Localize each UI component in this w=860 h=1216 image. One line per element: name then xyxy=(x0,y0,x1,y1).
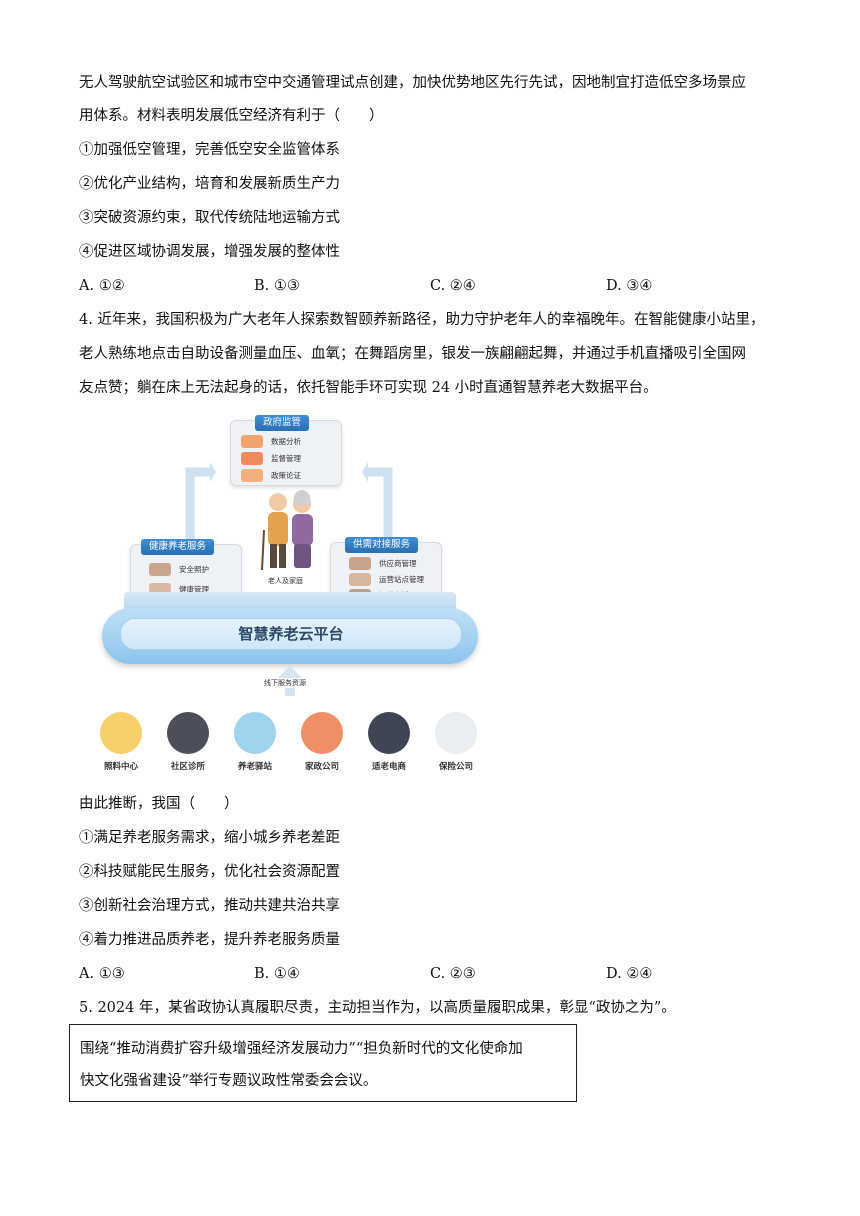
safety-care-icon xyxy=(149,563,171,576)
cloud-platform-label: 智慧养老云平台 xyxy=(120,618,462,650)
q4-item-1: ①满足养老服务需求，缩小城乡养老差距 xyxy=(79,830,340,846)
q4-item-4: ④着力推进品质养老，提升养老服务质量 xyxy=(79,932,340,948)
q4-item-2: ②科技赋能民生服务，优化社会资源配置 xyxy=(79,864,340,880)
q5-material-box: 围绕“推动消费扩容升级增强经济发展动力”“担负新时代的文化使命加 快文化强省建设… xyxy=(69,1024,577,1102)
q4-stem-line2: 老人熟练地点击自助设备测量血压、血氧；在舞蹈房里，银发一族翩翩起舞，并通过手机直… xyxy=(79,346,746,362)
q3-option-c[interactable]: C. ②④ xyxy=(430,278,476,294)
q4-option-c[interactable]: C. ②③ xyxy=(430,966,476,982)
q3-item-1: ①加强低空管理，完善低空安全监管体系 xyxy=(79,142,340,158)
q4-item-3: ③创新社会治理方式，推动共建共治共享 xyxy=(79,898,340,914)
elderly-family-label: 老人及家庭 xyxy=(268,577,303,585)
housekeeping-icon xyxy=(301,712,343,754)
care-center-icon xyxy=(100,712,142,754)
q3-option-d[interactable]: D. ③④ xyxy=(606,278,653,294)
supply-demand-title: 供需对接服务 xyxy=(345,537,419,553)
health-care-title: 健康养老服务 xyxy=(141,539,215,555)
site-management-icon xyxy=(349,573,371,586)
arrow-up-right-icon xyxy=(362,462,393,546)
q4-option-d[interactable]: D. ②④ xyxy=(606,966,653,982)
community-clinic-icon xyxy=(167,712,209,754)
resource-label-2: 社区诊所 xyxy=(170,762,205,772)
data-analysis-icon xyxy=(241,435,263,448)
platform-stage xyxy=(124,592,456,612)
resource-label-1: 照料中心 xyxy=(103,762,138,772)
resource-label-6: 保险公司 xyxy=(438,762,473,772)
q5-box-line2: 快文化强省建设”举行专题议政性常委会会议。 xyxy=(80,1073,378,1089)
resource-label-4: 家政公司 xyxy=(304,762,339,772)
q3-option-b[interactable]: B. ①③ xyxy=(254,278,300,294)
q5-box-line1: 围绕“推动消费扩容升级增强经济发展动力”“担负新时代的文化使命加 xyxy=(80,1041,523,1057)
elderly-station-icon xyxy=(234,712,276,754)
q4-option-a[interactable]: A. ①③ xyxy=(79,966,125,982)
insurance-icon xyxy=(435,712,477,754)
q4-stem-line3: 友点赞；躺在床上无法起身的话，依托智能手环可实现 24 小时直通智慧养老大数据平… xyxy=(79,380,658,396)
q3-option-a[interactable]: A. ①② xyxy=(79,278,125,294)
q4-question: 由此推断，我国（ ） xyxy=(79,796,239,812)
offline-resources-label: 线下服务资源 xyxy=(264,678,306,688)
ecommerce-icon xyxy=(368,712,410,754)
q3-item-4: ④促进区域协调发展，增强发展的整体性 xyxy=(79,244,340,260)
arrow-up-left-icon xyxy=(185,462,216,546)
q3-item-3: ③突破资源约束，取代传统陆地运输方式 xyxy=(79,210,340,226)
gov-supervision-card: 政府监管 数据分析 监督管理 政策论证 xyxy=(230,415,342,486)
policy-icon xyxy=(241,469,263,482)
gov-supervision-title: 政府监管 xyxy=(255,415,310,431)
supplier-icon xyxy=(349,557,371,570)
q5-stem-line1: 5. 2024 年，某省政协认真履职尽责，主动担当作为，以高质量履职成果，彰显“… xyxy=(79,1000,676,1016)
q3-item-2: ②优化产业结构，培育和发展新质生产力 xyxy=(79,176,340,192)
q4-option-b[interactable]: B. ①④ xyxy=(254,966,300,982)
elderly-couple-icon xyxy=(261,490,313,571)
supervision-icon xyxy=(241,452,263,465)
cloud-platform: 智慧养老云平台 xyxy=(102,608,478,664)
q4-stem-line1: 4. 近年来，我国积极为广大老年人探索数智颐养新路径，助力守护老年人的幸福晚年。… xyxy=(79,312,765,328)
q3-stem-line2: 用体系。材料表明发展低空经济有利于（ ） xyxy=(79,108,384,124)
smart-elderly-care-diagram: 政府监管 数据分析 监督管理 政策论证 老人及家庭 健康养老服务 安全照护 xyxy=(80,412,500,782)
q3-stem-line1: 无人驾驶航空试验区和城市空中交通管理试点创建，加快优势地区先行先试，因地制宜打造… xyxy=(79,75,746,91)
resource-label-3: 养老驿站 xyxy=(237,762,272,772)
resource-label-5: 适老电商 xyxy=(371,762,406,772)
